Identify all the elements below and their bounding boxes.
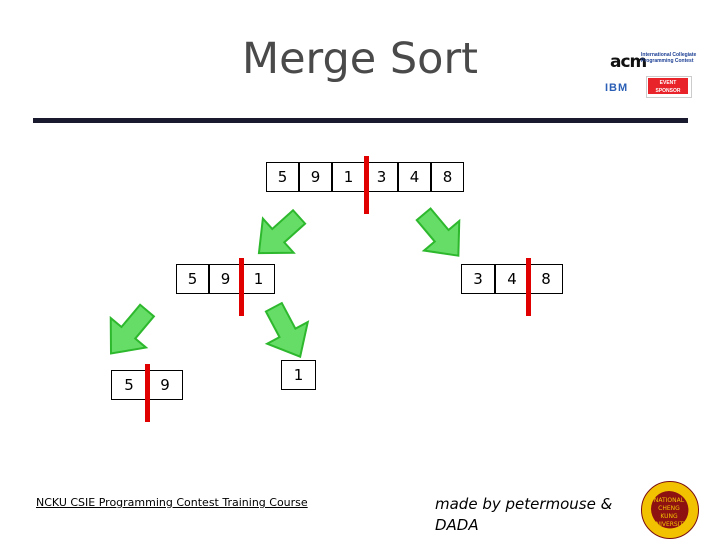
array-cell: 3 bbox=[461, 264, 495, 294]
ibm-sponsor-badge-line1: EVENT bbox=[659, 80, 677, 86]
ibm-sponsor-badge-text: EVENT SPONSOR bbox=[648, 78, 688, 94]
array-cell: 3 bbox=[365, 162, 398, 192]
array-cell: 4 bbox=[495, 264, 529, 294]
array-cell: 4 bbox=[398, 162, 431, 192]
array-row-level1: 5 9 1 3 4 8 bbox=[266, 162, 464, 192]
array-row-level3-left: 5 9 bbox=[111, 370, 183, 400]
university-seal-line1: NATIONAL bbox=[653, 497, 685, 504]
array-cell: 8 bbox=[431, 162, 464, 192]
acm-logo-subtitle-line2: Programming Contest bbox=[641, 58, 694, 64]
split-arrow-level2-right bbox=[264, 301, 310, 359]
array-cell: 1 bbox=[281, 360, 316, 390]
university-seal-line2: CHENG KUNG bbox=[658, 505, 680, 520]
split-bar-level3-left bbox=[145, 364, 150, 422]
array-cell: 5 bbox=[266, 162, 299, 192]
ibm-logo-text: IBM bbox=[605, 82, 629, 94]
footer-authors-label: made by petermouse & DADA bbox=[435, 495, 613, 534]
acm-logo-text: acm bbox=[610, 52, 647, 72]
university-seal-text: NATIONAL CHENG KUNG UNIVERSITY bbox=[651, 491, 687, 528]
page-title: Merge Sort bbox=[241, 34, 479, 84]
array-cell: 8 bbox=[529, 264, 563, 294]
array-cell: 9 bbox=[299, 162, 332, 192]
acm-logo-subtitle: International Collegiate Programming Con… bbox=[641, 52, 696, 64]
title-divider bbox=[33, 118, 688, 123]
array-row-level2-left: 5 9 1 bbox=[176, 264, 275, 294]
split-arrow-level2-left bbox=[109, 303, 156, 355]
array-cell: 9 bbox=[147, 370, 183, 400]
array-cell: 5 bbox=[111, 370, 147, 400]
array-cell: 1 bbox=[242, 264, 275, 294]
university-seal-line3: UNIVERSITY bbox=[651, 521, 687, 528]
split-bar-level1 bbox=[364, 156, 369, 214]
array-cell: 1 bbox=[332, 162, 365, 192]
array-cell: 5 bbox=[176, 264, 209, 294]
split-bar-level2-right bbox=[526, 258, 531, 316]
split-arrow-level1-right bbox=[415, 207, 461, 257]
split-bar-level2-left bbox=[239, 258, 244, 316]
footer-course-label: NCKU CSIE Programming Contest Training C… bbox=[36, 496, 308, 509]
acm-logo-subtitle-line1: International Collegiate bbox=[641, 52, 697, 58]
array-row-level2-right: 3 4 8 bbox=[461, 264, 563, 294]
array-row-level3-right: 1 bbox=[281, 360, 316, 390]
array-cell: 9 bbox=[209, 264, 242, 294]
ibm-sponsor-badge-line2: SPONSOR bbox=[655, 88, 681, 94]
split-arrow-level1-left bbox=[257, 208, 307, 255]
